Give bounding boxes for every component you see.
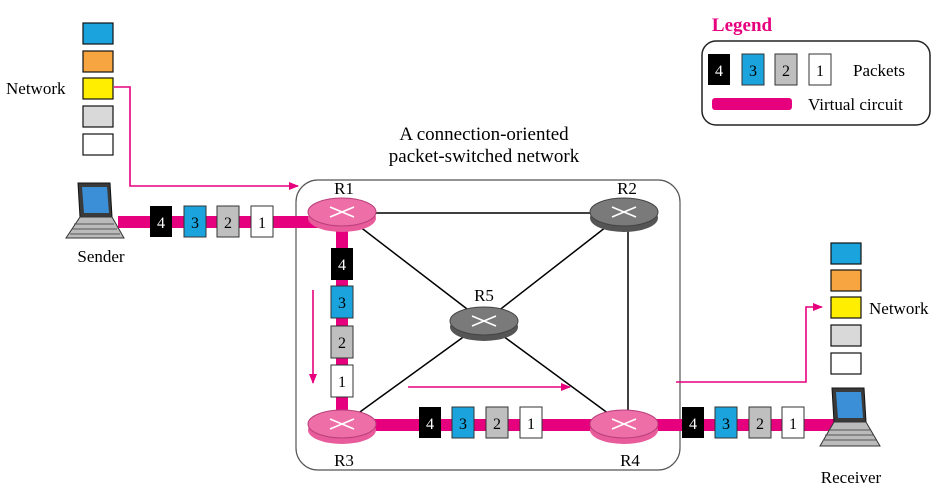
router-label-r1: R1	[334, 179, 354, 198]
legend-circuit-label: Virtual circuit	[808, 95, 903, 114]
legend-packets-label: Packets	[853, 61, 905, 80]
packets-r1-to-r3: 4 3 2 1	[330, 248, 354, 398]
link-r4-r5	[483, 321, 625, 426]
network-links	[341, 212, 629, 426]
legend-circuit-swatch	[712, 98, 792, 110]
packets-r3-to-r4: 4 3 2 1	[419, 406, 543, 439]
svg-text:4: 4	[157, 215, 165, 232]
packets-r4-to-receiver: 4 3 2 1	[682, 406, 805, 439]
svg-text:1: 1	[527, 416, 535, 433]
svg-text:4: 4	[338, 257, 346, 274]
diagram-title-line1: A connection-oriented	[399, 124, 569, 145]
svg-text:3: 3	[191, 215, 199, 232]
router-label-r2: R2	[617, 179, 637, 198]
router-r4	[589, 409, 659, 444]
svg-text:1: 1	[789, 416, 797, 433]
legend-packet-1: 1	[816, 63, 824, 80]
svg-text:2: 2	[756, 416, 764, 433]
router-label-r4: R4	[620, 451, 640, 470]
router-r2	[589, 197, 659, 232]
legend-packet-3: 3	[749, 63, 757, 80]
network-stack-left	[82, 22, 114, 156]
router-r3	[307, 409, 377, 444]
receiver-label: Receiver	[821, 468, 882, 487]
legend-packet-4: 4	[715, 63, 723, 80]
router-label-r3: R3	[334, 451, 354, 470]
arrow-network-to-r1	[114, 86, 299, 190]
legend-heading: Legend	[712, 15, 773, 36]
router-label-r5: R5	[474, 286, 494, 305]
svg-text:3: 3	[722, 416, 730, 433]
arrow-r4-to-network	[676, 303, 823, 383]
router-r1	[307, 197, 377, 232]
diagram-title-line2: packet-switched network	[389, 146, 580, 167]
network-stack-right	[830, 242, 862, 375]
packets-sender-to-r1: 4 3 2 1	[150, 205, 274, 238]
svg-text:2: 2	[224, 215, 232, 232]
svg-text:1: 1	[338, 374, 346, 391]
network-label-right: Network	[869, 299, 929, 318]
network-label-left: Network	[6, 79, 66, 98]
svg-text:1: 1	[258, 215, 266, 232]
svg-text:3: 3	[338, 295, 346, 312]
legend: Legend 4 3 2 1 Packets Virtual circuit	[701, 15, 931, 126]
network-boundary	[295, 179, 681, 471]
laptop-receiver-icon	[819, 387, 881, 447]
svg-text:3: 3	[459, 416, 467, 433]
sender-label: Sender	[77, 247, 125, 266]
legend-packet-2: 2	[782, 63, 790, 80]
router-r5	[449, 306, 519, 341]
laptop-sender-icon	[65, 182, 125, 239]
link-r1-r5	[341, 212, 485, 323]
svg-text:4: 4	[689, 416, 697, 433]
link-r3-r5	[341, 321, 485, 426]
svg-text:4: 4	[426, 416, 434, 433]
flow-arrows	[114, 86, 823, 391]
link-r2-r5	[483, 212, 625, 323]
svg-text:2: 2	[493, 416, 501, 433]
svg-text:2: 2	[338, 335, 346, 352]
